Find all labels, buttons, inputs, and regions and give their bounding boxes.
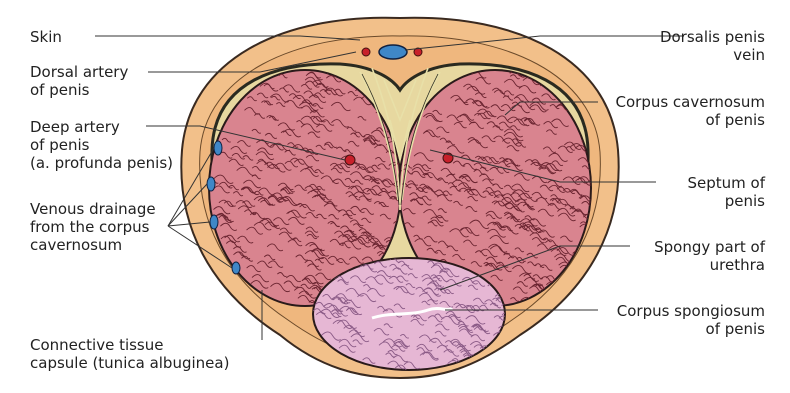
dorsalis-penis-vein (379, 45, 407, 59)
label-deep-artery: Deep arteryof penis(a. profunda penis) (30, 118, 173, 172)
label-corpus-cavernosum: Corpus cavernosumof penis (616, 93, 766, 129)
dorsal-artery-left (362, 48, 370, 56)
label-dorsalis-penis-vein: Dorsalis penisvein (660, 28, 765, 64)
label-connective-tissue: Connective tissuecapsule (tunica albugin… (30, 336, 229, 372)
label-septum: Septum ofpenis (688, 174, 766, 210)
deep-artery-left (345, 155, 355, 165)
label-skin: Skin (30, 28, 62, 46)
label-venous-drainage: Venous drainagefrom the corpuscavernosum (30, 200, 156, 254)
label-spongy-urethra: Spongy part ofurethra (654, 238, 765, 274)
label-corpus-spongiosum: Corpus spongiosumof penis (617, 302, 765, 338)
